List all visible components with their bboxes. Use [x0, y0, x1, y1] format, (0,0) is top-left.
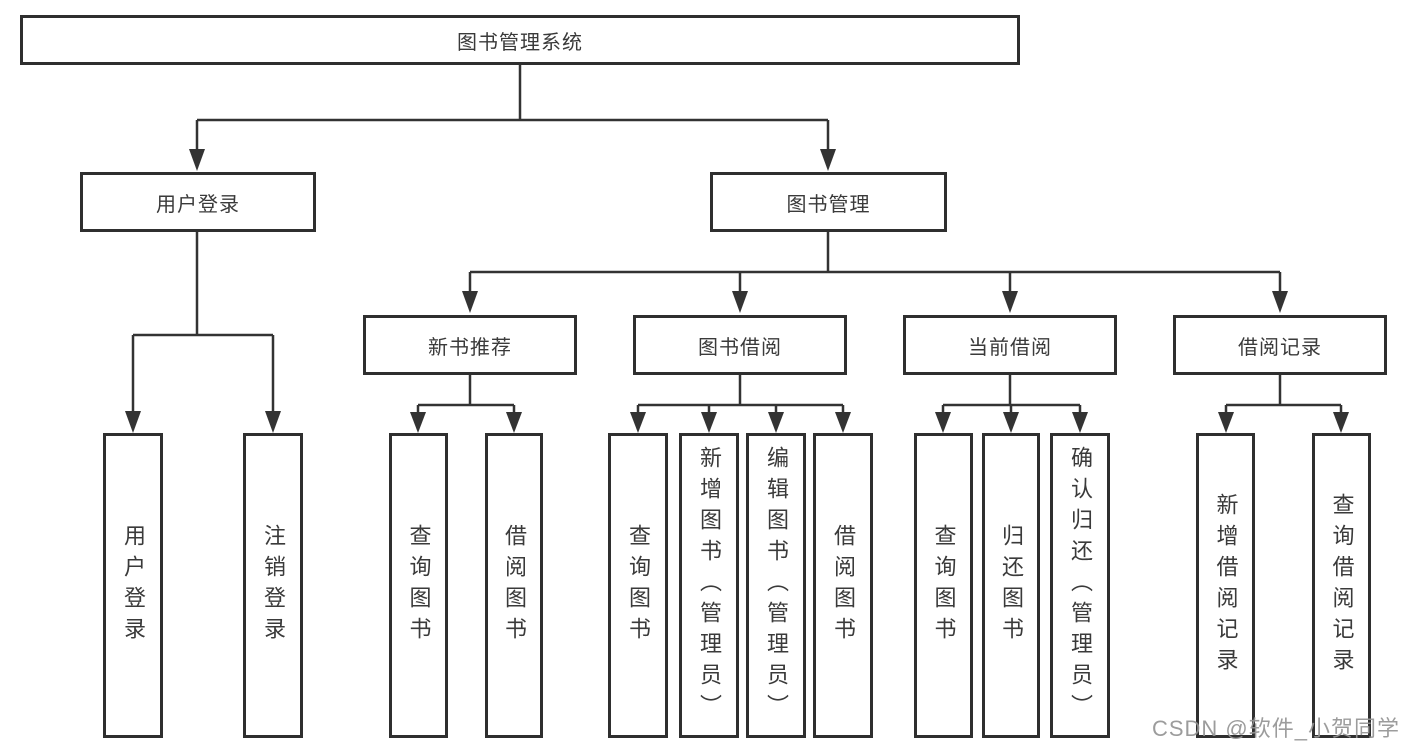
leaf-borrow-books-1: 借阅图书 — [485, 433, 543, 738]
leaf-query-books-1: 查询图书 — [389, 433, 448, 738]
node-label: 查询图书 — [626, 523, 651, 648]
node-label: 归还图书 — [999, 523, 1024, 648]
leaf-user-login: 用户登录 — [103, 433, 163, 738]
leaf-query-borrow-record: 查询借阅记录 — [1312, 433, 1371, 738]
leaf-return-books: 归还图书 — [982, 433, 1040, 738]
node-label: 确认归还（管理员） — [1068, 446, 1093, 725]
node-label: 查询图书 — [406, 523, 432, 648]
node-book-borrow: 图书借阅 — [633, 315, 847, 375]
node-label: 新增图书（管理员） — [697, 446, 722, 725]
connector-borrow-record-children — [1218, 375, 1349, 433]
leaf-add-borrow-record: 新增借阅记录 — [1196, 433, 1255, 738]
node-label: 查询借阅记录 — [1329, 492, 1355, 679]
node-label: 借阅图书 — [831, 523, 856, 648]
connector-current-borrow-children — [935, 375, 1088, 433]
node-library-management-system: 图书管理系统 — [20, 15, 1020, 65]
node-label: 图书借阅 — [698, 336, 782, 359]
node-label: 图书管理 — [786, 193, 871, 216]
node-borrow-record: 借阅记录 — [1173, 315, 1387, 375]
node-label: 查询图书 — [931, 523, 957, 648]
connector-root-to-level2 — [189, 65, 836, 171]
node-label: 用户登录 — [121, 523, 146, 648]
node-label: 借阅记录 — [1238, 336, 1322, 359]
leaf-query-books-3: 查询图书 — [914, 433, 973, 738]
node-label: 用户登录 — [156, 193, 240, 216]
node-label: 图书管理系统 — [457, 31, 583, 54]
leaf-edit-books-admin: 编辑图书（管理员） — [746, 433, 806, 738]
node-current-borrow: 当前借阅 — [903, 315, 1117, 375]
leaf-add-books-admin: 新增图书（管理员） — [679, 433, 739, 738]
node-label: 编辑图书（管理员） — [764, 446, 789, 725]
leaf-logout: 注销登录 — [243, 433, 303, 738]
connector-book-borrow-children — [630, 375, 851, 433]
node-label: 注销登录 — [261, 523, 286, 648]
leaf-query-books-2: 查询图书 — [608, 433, 668, 738]
connector-book-management-children — [462, 232, 1288, 313]
node-label: 新增借阅记录 — [1213, 492, 1239, 679]
connector-user-login-children — [125, 232, 281, 433]
csdn-watermark: CSDN @软件_小贺同学 — [1151, 716, 1400, 741]
node-book-management: 图书管理 — [710, 172, 947, 232]
node-user-login: 用户登录 — [80, 172, 316, 232]
node-new-book-recommend: 新书推荐 — [363, 315, 577, 375]
leaf-borrow-books-2: 借阅图书 — [813, 433, 873, 738]
node-label: 新书推荐 — [428, 336, 512, 359]
leaf-confirm-return-admin: 确认归还（管理员） — [1050, 433, 1110, 738]
node-label: 借阅图书 — [502, 523, 527, 648]
connector-new-book-recommend-children — [410, 375, 522, 433]
node-label: 当前借阅 — [968, 336, 1052, 359]
